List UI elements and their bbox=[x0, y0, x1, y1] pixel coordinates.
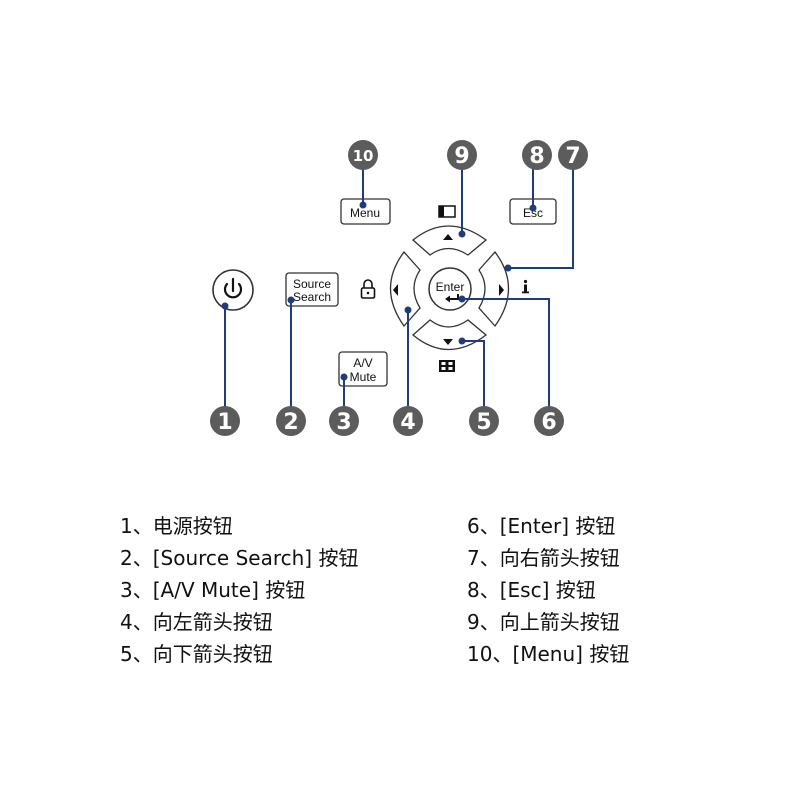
av-mute-button[interactable]: A/V Mute bbox=[338, 351, 388, 387]
power-icon bbox=[223, 277, 243, 299]
legend-item-5: 5、向下箭头按钮 bbox=[120, 642, 273, 666]
legend-item-10: 10、[Menu] 按钮 bbox=[467, 642, 630, 666]
source-search-label-line2: Search bbox=[293, 290, 331, 304]
esc-label: Esc bbox=[523, 206, 543, 220]
legend-item-7: 7、向右箭头按钮 bbox=[467, 546, 620, 570]
callout-3: 3 bbox=[329, 406, 359, 436]
svg-text:6: 6 bbox=[541, 410, 556, 435]
callout-5: 5 bbox=[469, 406, 499, 436]
callout-4: 4 bbox=[393, 406, 423, 436]
legend-item-6: 6、[Enter] 按钮 bbox=[467, 514, 616, 538]
svg-text:9: 9 bbox=[454, 144, 469, 169]
enter-button[interactable]: Enter bbox=[428, 267, 472, 311]
leader-dots bbox=[221, 201, 537, 381]
callout-8: 8 bbox=[522, 140, 552, 170]
svg-text:5: 5 bbox=[476, 410, 491, 435]
test-pattern-icon bbox=[439, 360, 455, 372]
legend-item-3: 3、[A/V Mute] 按钮 bbox=[120, 578, 306, 602]
legend-item-1: 1、电源按钮 bbox=[120, 514, 233, 538]
callout-10: 10 bbox=[348, 140, 378, 170]
leader-lines bbox=[224, 168, 574, 407]
svg-text:3: 3 bbox=[336, 410, 351, 435]
callout-9: 9 bbox=[447, 140, 477, 170]
av-mute-label-line1: A/V bbox=[353, 356, 372, 370]
aspect-icon bbox=[438, 205, 456, 218]
svg-text:1: 1 bbox=[217, 410, 232, 435]
menu-button[interactable]: Menu bbox=[340, 198, 391, 225]
legend-right-column: 6、[Enter] 按钮 7、向右箭头按钮 8、[Esc] 按钮 9、向上箭头按… bbox=[467, 510, 629, 670]
up-arrow-icon bbox=[443, 234, 453, 240]
callout-2: 2 bbox=[276, 406, 306, 436]
leader-line-7 bbox=[508, 168, 574, 269]
arrow-left-button[interactable] bbox=[389, 250, 421, 328]
info-icon bbox=[522, 279, 529, 294]
left-arrow-icon bbox=[393, 284, 398, 296]
enter-return-icon bbox=[448, 294, 459, 300]
leader-line-6 bbox=[462, 298, 550, 407]
enter-label: Enter bbox=[436, 280, 465, 294]
source-search-label-line1: Source bbox=[293, 277, 331, 291]
av-mute-label-line2: Mute bbox=[350, 370, 377, 384]
svg-text:10: 10 bbox=[353, 147, 374, 165]
legend-item-2: 2、[Source Search] 按钮 bbox=[120, 546, 359, 570]
callout-6: 6 bbox=[534, 406, 564, 436]
svg-text:7: 7 bbox=[565, 144, 580, 169]
legend-item-4: 4、向左箭头按钮 bbox=[120, 610, 273, 634]
callout-1: 1 bbox=[210, 406, 240, 436]
lock-icon bbox=[360, 279, 376, 299]
arrow-right-button[interactable] bbox=[478, 250, 510, 328]
right-arrow-icon bbox=[499, 284, 504, 296]
arrow-up-button[interactable] bbox=[411, 225, 488, 256]
source-search-button[interactable]: Source Search bbox=[285, 272, 339, 307]
legend-left-column: 1、电源按钮 2、[Source Search] 按钮 3、[A/V Mute]… bbox=[120, 510, 358, 670]
arrow-down-button[interactable] bbox=[411, 319, 488, 351]
power-button[interactable] bbox=[212, 269, 254, 311]
svg-text:8: 8 bbox=[529, 144, 544, 169]
callout-7: 7 bbox=[558, 140, 588, 170]
svg-text:4: 4 bbox=[400, 410, 415, 435]
svg-text:2: 2 bbox=[283, 410, 298, 435]
legend-item-8: 8、[Esc] 按钮 bbox=[467, 578, 596, 602]
down-arrow-icon bbox=[443, 339, 453, 345]
legend-item-9: 9、向上箭头按钮 bbox=[467, 610, 620, 634]
menu-label: Menu bbox=[350, 206, 380, 220]
leader-line-5 bbox=[462, 340, 485, 407]
